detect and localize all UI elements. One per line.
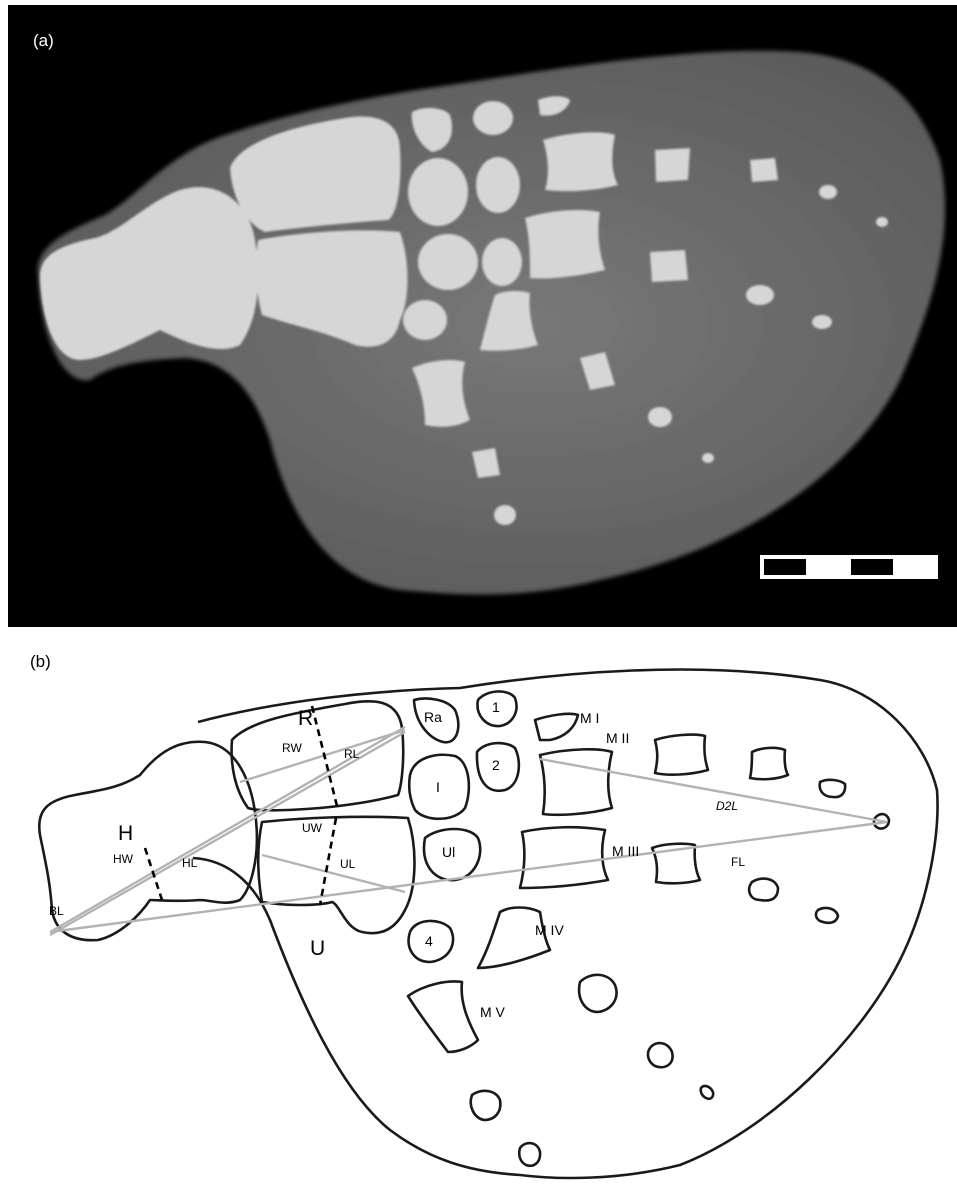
carpal-2-label: 2: [492, 757, 500, 773]
phalanx-outline: [648, 1043, 673, 1067]
metacarpal-5-label: M V: [480, 1004, 506, 1020]
rw-label: RW: [282, 741, 302, 755]
diagram-panel: H R U Ra 1 I 2 Ul 4 M I M II M III M IV …: [0, 628, 957, 1197]
hl-line: [50, 732, 405, 935]
xray-panel: [8, 5, 957, 627]
metacarpal-3-outline: [520, 827, 608, 888]
radius-outline: [232, 701, 404, 810]
metacarpal-5-outline: [408, 982, 478, 1052]
metacarpal-3-label: M III: [612, 843, 639, 859]
ulna-label: U: [310, 937, 325, 960]
xray-carpal-1: [473, 101, 513, 135]
uw-line: [320, 818, 336, 905]
phalanx-outline: [749, 879, 778, 901]
radius-label: R: [298, 707, 313, 730]
xray-phalanx: [648, 407, 672, 427]
hw-line: [145, 848, 162, 900]
xray-carpal-2: [476, 157, 520, 213]
phalanx-outline: [816, 908, 838, 923]
panel-b-label: (b): [30, 652, 51, 672]
phalanx-outline: [579, 975, 616, 1012]
ul-label: UL: [340, 857, 356, 871]
bl-label: BL: [49, 904, 64, 918]
uw-label: UW: [302, 821, 323, 835]
carpal-1-label: 1: [492, 699, 500, 715]
metacarpal-1-outline: [535, 714, 578, 740]
scale-bar: [760, 555, 938, 579]
metacarpal-4-label: M IV: [535, 922, 564, 938]
xray-carpal-4: [403, 300, 447, 340]
phalanx-outline: [471, 1091, 501, 1120]
xray-phalanx: [812, 315, 832, 329]
d2l-label: D2L: [716, 799, 738, 813]
intermedium-label: I: [436, 779, 440, 795]
xray-phalanx: [819, 185, 837, 199]
humerus-label: H: [118, 822, 133, 845]
xray-phalanx: [650, 250, 688, 282]
ulnare-label: Ul: [442, 844, 455, 860]
xray-intermedium: [408, 158, 468, 226]
xray-ulnare: [418, 234, 478, 290]
xray-carpal-3: [482, 238, 522, 286]
panel-a-label: (a): [33, 31, 54, 51]
hl-label: HL: [182, 856, 198, 870]
rl-label: RL: [344, 747, 360, 761]
phalanx-outline: [519, 1143, 540, 1166]
xray-phalanx: [702, 453, 714, 463]
metacarpal-2-outline: [540, 749, 612, 814]
hw-label: HW: [113, 852, 134, 866]
humerus-outline: [39, 742, 257, 940]
ul-line: [262, 855, 405, 892]
radiale-label: Ra: [424, 709, 442, 725]
xray-phalanx: [494, 505, 516, 525]
carpal-4-label: 4: [425, 933, 433, 949]
fl-label: FL: [731, 855, 745, 869]
phalanx-outline: [750, 748, 788, 779]
xray-phalanx: [746, 285, 774, 305]
phalanx-outline: [820, 780, 845, 797]
xray-metacarpal-3: [525, 210, 605, 279]
metacarpal-2-label: M II: [606, 730, 629, 746]
fl-line: [50, 822, 887, 932]
xray-phalanx: [876, 217, 888, 227]
phalanx-outline: [655, 735, 708, 775]
xray-phalanx: [655, 148, 690, 182]
xray-metacarpal-2: [543, 132, 618, 191]
metacarpal-1-label: M I: [580, 710, 599, 726]
xray-phalanx: [750, 158, 778, 182]
phalanx-outline: [701, 1086, 713, 1099]
